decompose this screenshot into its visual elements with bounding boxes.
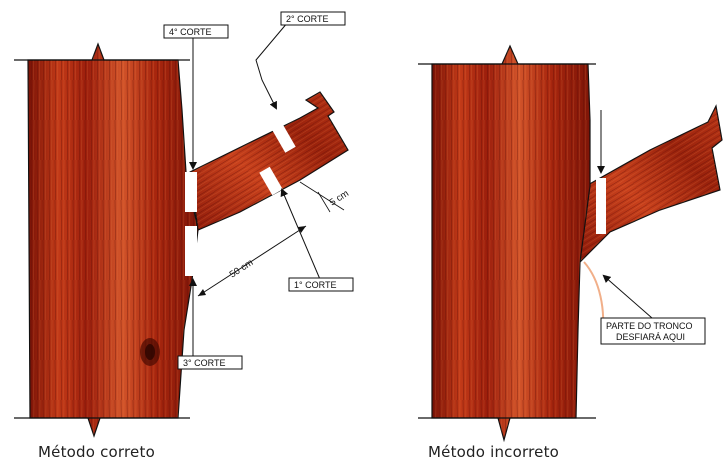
dimension-50cm-label: 50 cm (228, 257, 256, 280)
svg-text:PARTE DO TRONCO: PARTE DO TRONCO (606, 321, 693, 331)
svg-text:3° CORTE: 3° CORTE (183, 358, 225, 368)
dimension-5cm-label: 5 cm (328, 188, 351, 208)
label-1st-cut: 1° CORTE (289, 278, 353, 291)
label-4th-cut: 4° CORTE (164, 25, 228, 38)
incorrect-method-diagram: PARTE DO TRONCO DESFIARÁ AQUI (418, 46, 722, 440)
cut-slot-4 (185, 172, 197, 212)
svg-text:DESFIARÁ AQUI: DESFIARÁ AQUI (616, 332, 685, 342)
svg-text:4° CORTE: 4° CORTE (169, 27, 211, 37)
label-3rd-cut: 3° CORTE (178, 356, 242, 369)
correct-method-diagram: 50 cm 5 cm 4° CORTE 2° CORTE 1° CORTE 3°… (14, 12, 353, 436)
caption-incorrect-method: Método incorreto (428, 443, 559, 461)
svg-text:1° CORTE: 1° CORTE (294, 280, 336, 290)
svg-text:2° CORTE: 2° CORTE (286, 14, 328, 24)
cut-slot-3 (185, 226, 197, 276)
caption-correct-method: Método correto (38, 443, 155, 461)
label-tear-warning: PARTE DO TRONCO DESFIARÁ AQUI (601, 318, 705, 344)
label-2nd-cut: 2° CORTE (281, 12, 345, 25)
cut-slot-single (596, 178, 606, 234)
